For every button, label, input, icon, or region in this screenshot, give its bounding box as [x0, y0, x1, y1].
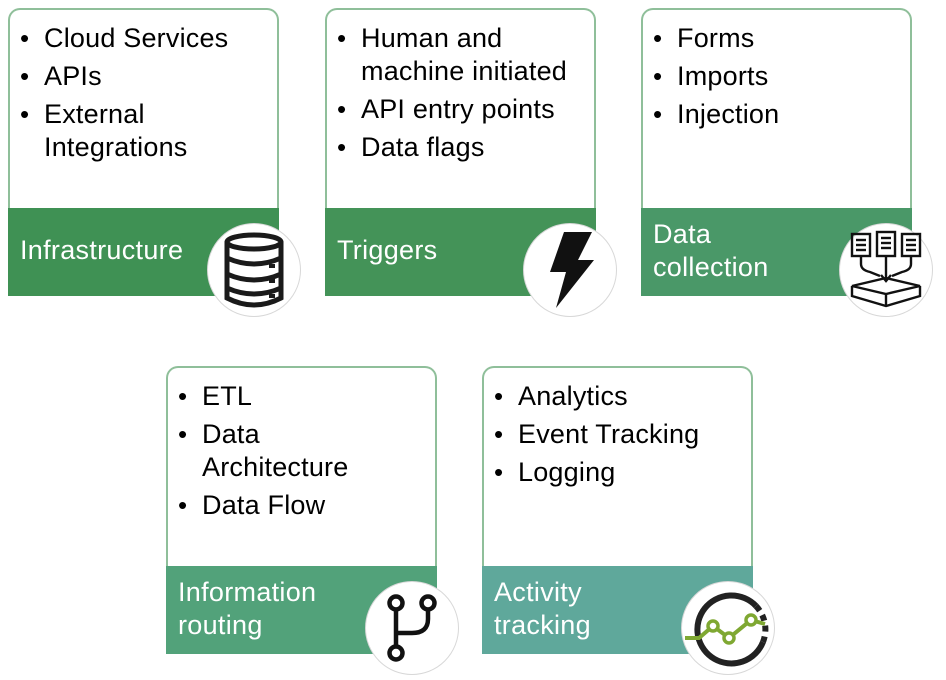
- triggers-item-list: Human and machine initiated API entry po…: [327, 10, 594, 164]
- data-collection-item-list: Forms Imports Injection: [643, 10, 910, 131]
- list-item: Logging: [494, 456, 751, 489]
- infrastructure-item-list: Cloud Services APIs External Integration…: [10, 10, 277, 164]
- card-activity-tracking: Analytics Event Tracking Logging Activit…: [482, 366, 753, 654]
- category-label: Triggers: [337, 235, 438, 265]
- list-item: Injection: [653, 98, 910, 131]
- card-infrastructure-items-box: Cloud Services APIs External Integration…: [8, 8, 279, 210]
- list-item: Analytics: [494, 380, 751, 413]
- activity-tracking-item-list: Analytics Event Tracking Logging: [484, 368, 751, 489]
- card-information-routing-items-box: ETL Data Architecture Data Flow: [166, 366, 437, 568]
- information-routing-icon-badge: [365, 581, 459, 675]
- list-item: Data flags: [337, 131, 594, 164]
- infrastructure-icon-badge: [207, 223, 301, 317]
- list-item: API entry points: [337, 93, 594, 126]
- list-item: Data Flow: [178, 489, 435, 522]
- information-routing-item-list: ETL Data Architecture Data Flow: [168, 368, 435, 522]
- card-data-collection-items-box: Forms Imports Injection: [641, 8, 912, 210]
- list-item: Forms: [653, 22, 910, 55]
- activity-chart-icon: [685, 592, 769, 667]
- list-item: APIs: [20, 60, 277, 93]
- list-item: Data Architecture: [178, 418, 372, 484]
- lightning-bolt-icon: [550, 232, 594, 308]
- card-information-routing: ETL Data Architecture Data Flow Informat…: [166, 366, 437, 654]
- data-collection-icon-badge: [839, 223, 933, 317]
- card-triggers-items-box: Human and machine initiated API entry po…: [325, 8, 596, 210]
- card-infrastructure: Cloud Services APIs External Integration…: [8, 8, 279, 296]
- list-item: Event Tracking: [494, 418, 751, 451]
- category-label: Information routing: [178, 577, 317, 640]
- activity-tracking-icon-badge: [681, 581, 775, 675]
- list-item: External Integrations: [20, 98, 277, 164]
- card-data-collection: Forms Imports Injection Data collection: [641, 8, 912, 296]
- category-label: Activity tracking: [494, 577, 591, 640]
- list-item: Cloud Services: [20, 22, 277, 55]
- list-item: Human and machine initiated: [337, 22, 594, 88]
- category-label: Infrastructure: [20, 235, 184, 265]
- card-triggers: Human and machine initiated API entry po…: [325, 8, 596, 296]
- list-item: Imports: [653, 60, 910, 93]
- document-collection-icon: [850, 230, 922, 308]
- database-icon: [224, 232, 284, 308]
- card-activity-tracking-items-box: Analytics Event Tracking Logging: [482, 366, 753, 568]
- list-item: ETL: [178, 380, 435, 413]
- category-label: Data collection: [653, 219, 769, 282]
- git-branch-icon: [387, 594, 437, 662]
- triggers-icon-badge: [523, 223, 617, 317]
